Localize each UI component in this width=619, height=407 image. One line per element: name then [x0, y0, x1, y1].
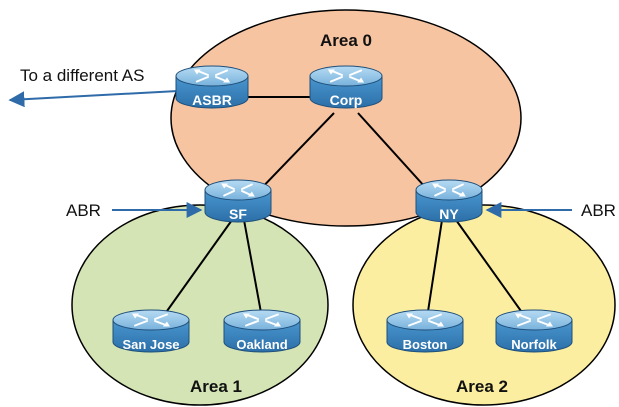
- area-0-region: [170, 9, 522, 227]
- link-ny-norfolk: [455, 219, 527, 319]
- router-arrows-icon: [221, 183, 255, 197]
- router-oakland: Oakland: [223, 309, 301, 353]
- router-arrows-icon: [515, 313, 553, 327]
- router-label: Oakland: [236, 337, 287, 352]
- link-sf-sanjose: [161, 219, 233, 319]
- router-label: NY: [439, 206, 459, 222]
- router-links: [161, 96, 527, 319]
- router-label: SF: [229, 206, 247, 222]
- router-san-jose: San Jose: [112, 309, 190, 353]
- router-arrows-icon: [406, 313, 444, 327]
- link-corp-sf: [251, 112, 335, 199]
- link-sf-oakland: [243, 219, 263, 319]
- router-label: ASBR: [192, 92, 232, 108]
- area-1-region: [71, 204, 329, 406]
- router-ny: NY: [415, 179, 483, 223]
- router-arrows-icon: [132, 313, 170, 327]
- external-as-label: To a different AS: [20, 66, 144, 85]
- router-arrows-icon: [193, 69, 231, 83]
- router-corp: Corp: [309, 65, 383, 109]
- abr-right-label: ABR: [581, 201, 616, 220]
- router-label: Norfolk: [511, 337, 557, 352]
- router-label: Boston: [403, 337, 448, 352]
- router-arrows-icon: [327, 69, 365, 83]
- router-arrows-icon: [243, 313, 281, 327]
- area-0-label: Area 0: [320, 31, 372, 50]
- link-ny-boston: [426, 219, 443, 319]
- router-label: Corp: [330, 92, 363, 108]
- router-asbr: ASBR: [175, 65, 249, 109]
- area-2-label: Area 2: [456, 377, 508, 396]
- router-norfolk: Norfolk: [495, 309, 573, 353]
- router-label: San Jose: [122, 337, 179, 352]
- router-arrows-icon: [432, 183, 466, 197]
- router-sf: SF: [204, 179, 272, 223]
- external-as-arrow: [8, 90, 179, 108]
- area-1-label: Area 1: [190, 377, 242, 396]
- abr-left-label: ABR: [66, 201, 101, 220]
- router-boston: Boston: [386, 309, 464, 353]
- area-2-region: [352, 204, 616, 406]
